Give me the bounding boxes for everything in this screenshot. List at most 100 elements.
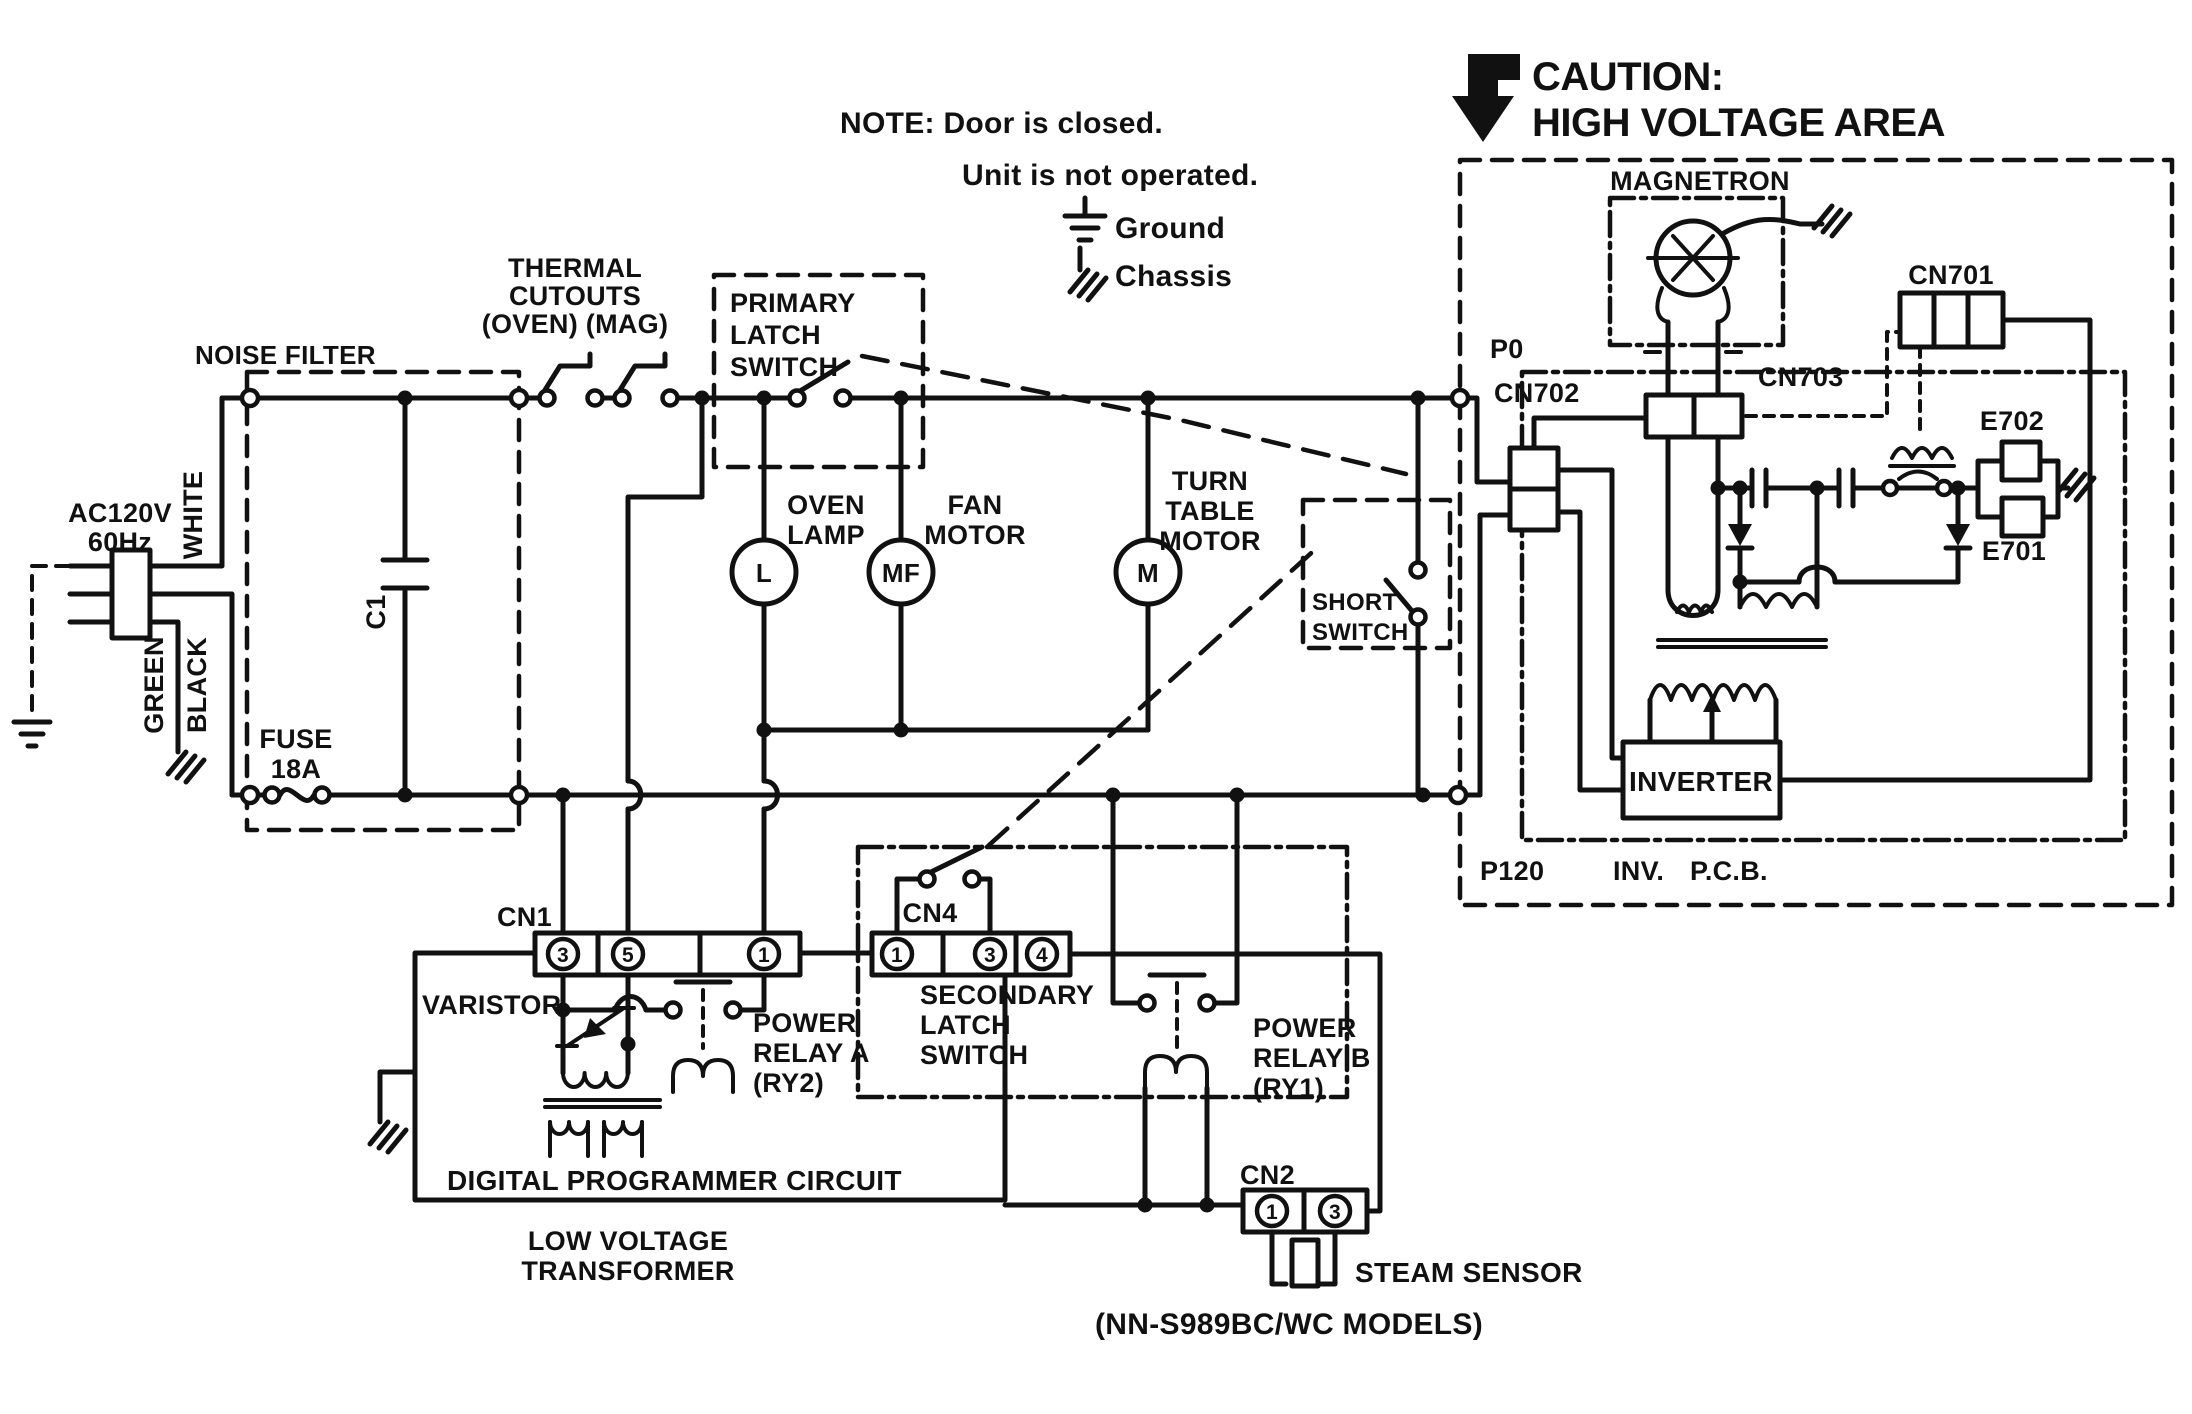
cn4-to-cn2-wire xyxy=(1067,951,1383,1214)
relay-b-contact-a xyxy=(1137,993,1157,1013)
supply-voltage-label: AC120V xyxy=(68,498,172,528)
caution-arrow-icon xyxy=(1452,54,1520,142)
note-legend: NOTE: Door is closed. Unit is not operat… xyxy=(840,107,1258,303)
filter-terminal-bottom-right xyxy=(508,784,530,806)
chassis-icon-green xyxy=(165,732,207,785)
turntable-label-2: TABLE xyxy=(1165,496,1255,526)
black-wire xyxy=(147,591,235,798)
cn1-pin-5: 5 xyxy=(610,936,646,972)
low-voltage-transformer: LOW VOLTAGE TRANSFORMER xyxy=(521,1071,734,1286)
earth-lead-wire xyxy=(30,564,72,718)
secondary-latch-contact-b xyxy=(962,869,982,889)
e701-box xyxy=(1999,495,2046,539)
secondary-latch-label-2: LATCH xyxy=(920,1010,1011,1040)
relay-b-label-2: RELAY B xyxy=(1253,1043,1371,1073)
c1-label: C1 xyxy=(361,594,391,629)
short-switch: SHORT SWITCH xyxy=(1312,395,1428,798)
chassis-icon-magnetron xyxy=(1811,203,1853,239)
oven-lamp-label-2: LAMP xyxy=(787,520,865,550)
p120-label: P120 xyxy=(1480,856,1544,886)
hvt-primary-leads xyxy=(1647,697,1779,745)
relay-b-label-3: (RY1) xyxy=(1253,1073,1324,1103)
cn4-switch-wires xyxy=(894,876,993,936)
svg-text:3: 3 xyxy=(1329,1201,1341,1224)
mag-cutout-contact-a xyxy=(612,388,632,408)
pcb-label: P.C.B. xyxy=(1690,856,1768,886)
note-line-2: Unit is not operated. xyxy=(962,159,1258,192)
short-switch-label-1: SHORT xyxy=(1312,589,1398,616)
secondary-latch-contact-a xyxy=(917,869,937,889)
secondary-latch-switch: CN4 1 3 4 SECONDARY LATCH SWITCH xyxy=(869,844,1383,1214)
enclosure-boxes xyxy=(244,157,2175,1100)
bus-to-cn702-wire xyxy=(1477,512,1513,798)
chassis-legend-label: Chassis xyxy=(1115,260,1232,293)
cn703-label: CN703 xyxy=(1758,362,1844,392)
primary-latch-contact-b xyxy=(833,388,853,408)
diode2-triangle xyxy=(1946,524,1970,546)
filament-u-bend xyxy=(1665,587,1721,618)
e70x-wires xyxy=(1975,458,2071,520)
white-wire-label: WHITE xyxy=(178,471,208,560)
cn4-pin-1: 1 xyxy=(879,936,915,972)
fan-motor-letter: MF xyxy=(882,558,920,588)
earth-ground-icon xyxy=(11,719,53,749)
magnetron-box xyxy=(1607,195,1786,348)
inv-label: INV. xyxy=(1613,856,1664,886)
e701-label: E701 xyxy=(1982,536,2046,566)
steam-sensor-leads xyxy=(1269,1229,1338,1287)
note-line-1: NOTE: Door is closed. xyxy=(840,107,1163,140)
primary-latch-contact-a xyxy=(787,388,807,408)
supply-frequency-label: 60Hz xyxy=(88,527,152,557)
neutral-bus xyxy=(229,785,1483,805)
relay-b-label-1: POWER xyxy=(1253,1013,1357,1043)
dpc-label: DIGITAL PROGRAMMER CIRCUIT xyxy=(447,1165,902,1196)
svg-text:4: 4 xyxy=(1036,944,1048,967)
models-label: (NN-S989BC/WC MODELS) xyxy=(1095,1308,1483,1341)
relay-b-coil-leads xyxy=(1142,1085,1210,1208)
inverter-output-wire xyxy=(1777,317,2093,783)
p120-terminal xyxy=(1447,784,1469,806)
black-wire-label: BLACK xyxy=(182,637,212,733)
wire-hop-1 xyxy=(761,778,780,812)
hvt-filament-winding xyxy=(1738,592,1819,609)
wire-hop-2 xyxy=(625,778,644,812)
lvt-label-1: LOW VOLTAGE xyxy=(528,1226,728,1256)
lvt-label-2: TRANSFORMER xyxy=(521,1256,734,1286)
relay-a-contact-a xyxy=(663,1000,683,1020)
relay-b-contact-wires xyxy=(1110,792,1240,1006)
turntable-label-3: MOTOR xyxy=(1159,526,1261,556)
wire-hop-4 xyxy=(612,994,649,1013)
ground-legend-icon xyxy=(1062,195,1108,243)
magnetron-leads xyxy=(1665,319,1721,398)
svg-text:3: 3 xyxy=(984,944,996,967)
secondary-latch-label-3: SWITCH xyxy=(920,1040,1028,1070)
cn2-pin-1: 1 xyxy=(1254,1193,1290,1229)
door-linkage-primary xyxy=(859,353,1409,477)
caution-label-2: HIGH VOLTAGE AREA xyxy=(1532,101,1945,145)
cn1-dividers xyxy=(595,930,703,978)
svg-text:5: 5 xyxy=(622,944,634,967)
junction-dots xyxy=(397,390,1966,1213)
cn701-dividers xyxy=(1931,290,1971,350)
oven-lamp-letter: L xyxy=(756,558,772,588)
cn1-pin-1: 1 xyxy=(746,936,782,972)
ac-supply: AC120V 60Hz WHITE GREEN BLACK xyxy=(11,395,235,798)
relay-a-coil xyxy=(671,1058,735,1094)
p0-to-cn702-wire xyxy=(1457,395,1513,485)
cn1-pin5-feed-wire xyxy=(625,395,705,936)
e702-label: E702 xyxy=(1980,406,2044,436)
secondary-latch-blade xyxy=(928,844,985,875)
lvt-core xyxy=(543,1098,662,1109)
chassis-legend-icon xyxy=(1067,245,1109,303)
relay-b-contact-b xyxy=(1197,993,1217,1013)
loads: L MF M OVEN LAMP FAN MOTOR TURN TABLE MO… xyxy=(729,395,1261,936)
filter-terminal-top-right xyxy=(508,387,530,409)
fuse-rating-label: 18A xyxy=(271,754,321,784)
wire-hop-3 xyxy=(1796,564,1838,585)
primary-latch-label-2: LATCH xyxy=(730,320,821,350)
load-drop-wires xyxy=(761,395,1151,733)
filament-coil xyxy=(1675,603,1714,614)
door-linkage-secondary xyxy=(985,542,1323,849)
thermal-cutouts-label-3: (OVEN) (MAG) xyxy=(482,309,669,339)
thermal-cutouts-label-2: CUTOUTS xyxy=(509,281,641,311)
